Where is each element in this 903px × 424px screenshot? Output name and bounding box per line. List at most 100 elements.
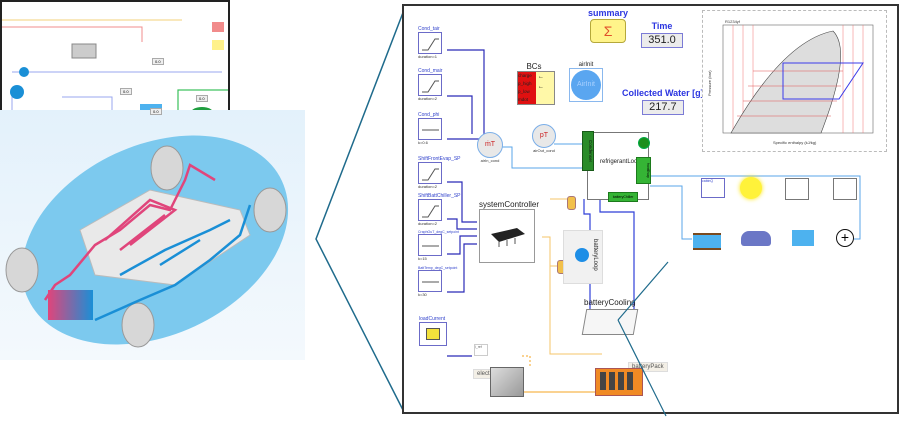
input-param: duration=2 — [418, 96, 438, 101]
bcs-row: p_low — [518, 89, 530, 94]
input-shift-front-evap[interactable]: ShiftFrontEvap_SP duration=2 — [418, 156, 461, 189]
ramp-source-block[interactable] — [418, 162, 442, 184]
refrigerant-loop[interactable]: Condenser refrigerantLoop frontEvap batt… — [582, 131, 651, 202]
air-init-circle: AirInit — [571, 70, 601, 100]
input-param: duration=1 — [418, 54, 438, 59]
inset-connector — [617, 261, 669, 417]
input-cond-mair[interactable]: Cond_mair duration=2 — [418, 68, 442, 101]
air-init-block[interactable]: airInit AirInit — [569, 62, 603, 102]
input-cabin-setpoint[interactable]: CraphOuT_degC_setpoint k=15 — [418, 230, 459, 261]
ph-diagram-plot: R1234yf Specific enthalpy (kJ/kg) Pressu… — [702, 10, 887, 152]
hot-coolant-lines — [43, 163, 216, 301]
bcs-block[interactable]: BCs charge p_high p_low mdot ←← — [517, 62, 555, 105]
bus-connector-icon[interactable] — [567, 196, 576, 210]
input-label: Cond_tair — [418, 26, 440, 32]
ph-chart-xlabel: Specific enthalpy (kJ/kg) — [773, 140, 817, 145]
wheels — [5, 145, 287, 348]
input-param: k=15 — [418, 256, 427, 261]
fan-speed-source[interactable] — [833, 178, 857, 200]
inset-heat-exchanger — [71, 43, 97, 59]
bcs-row: charge — [518, 73, 532, 78]
summary-block[interactable]: summary Σ — [588, 8, 628, 44]
inset-readout: 0.0 — [150, 108, 162, 115]
air-out-cond-label: airOut_cond — [533, 148, 555, 153]
bcs-labels: charge p_high p_low mdot — [518, 72, 536, 104]
cabin-q-label: cabinQ — [702, 179, 714, 183]
electric-load-icon[interactable] — [490, 367, 524, 397]
input-param: k=0.6 — [418, 140, 428, 145]
input-batt-setpoint[interactable]: BattTemp_degC_setpoint k=30 — [418, 266, 457, 297]
cabin-heat-table[interactable]: cabinQ — [701, 178, 725, 198]
time-value: 351.0 — [641, 33, 683, 48]
current-ref-block[interactable]: i_ref — [474, 344, 488, 356]
battery-chiller[interactable]: batteryChiller — [608, 192, 638, 202]
input-label: Cond_phi — [418, 112, 440, 118]
collected-water-display: Collected Water [g] 217.7 — [622, 88, 704, 115]
inset-summary — [212, 40, 224, 50]
inset-readout: 0.0 — [120, 88, 132, 95]
sigma-icon: Σ — [590, 19, 627, 43]
air-in-cond-sensor[interactable]: ṁT airIn_cond — [477, 132, 503, 163]
front-evaporator[interactable]: frontEvap — [636, 157, 651, 184]
input-param: duration=2 — [418, 221, 438, 226]
air-duct-icon[interactable] — [693, 233, 721, 250]
car-cabin-icon[interactable] — [741, 231, 771, 246]
input-shift-batt-chiller[interactable]: ShiftBattChiller_SP duration=2 — [418, 193, 461, 226]
isobars — [737, 70, 843, 117]
battery-pack-tag: batteryPack — [628, 355, 668, 373]
load-current-source[interactable]: loadCurrent — [419, 316, 447, 346]
inset-readout: 0.0 — [152, 58, 164, 65]
compressor-icon[interactable] — [638, 137, 650, 149]
input-cond-phi[interactable]: Cond_phi k=0.6 — [418, 112, 442, 145]
input-label: CraphOuT_degC_setpoint — [418, 230, 459, 234]
air-out-cond-sensor[interactable]: pT airOut_cond — [532, 124, 556, 153]
battery-cooling[interactable]: batteryCooling — [581, 298, 639, 335]
system-controller-label: systemController — [479, 200, 540, 209]
inset-readout: 0.0 — [196, 95, 208, 102]
time-label: Time — [651, 21, 673, 31]
pump-icon[interactable] — [575, 248, 589, 262]
collected-water-label: Collected Water [g] — [622, 88, 704, 98]
fan-icon[interactable]: + — [836, 229, 854, 247]
input-label: ShiftBattChiller_SP — [418, 193, 461, 199]
battery-loop[interactable]: batteryLoop — [563, 230, 603, 284]
wires-layer — [447, 49, 861, 393]
input-label: BattTemp_degC_setpoint — [418, 266, 458, 270]
inset-refrigerant-line — [2, 26, 143, 42]
const-source-block[interactable] — [418, 118, 442, 140]
recirculation-ramp[interactable] — [785, 178, 809, 200]
bcs-row: mdot — [518, 97, 529, 102]
air-init-title: airInit — [578, 62, 594, 68]
cold-coolant-lines — [94, 204, 252, 322]
recirculation-valve-icon[interactable] — [792, 230, 814, 246]
battery-pack-label: batteryPack — [628, 362, 668, 372]
ev-chassis-illustration — [0, 110, 305, 360]
ramp-source-block[interactable] — [418, 199, 442, 221]
radiator — [48, 290, 93, 320]
const-source-block[interactable] — [418, 234, 442, 256]
bcs-row: p_high — [518, 81, 532, 86]
collected-water-value: 217.7 — [641, 100, 684, 115]
ev-chassis-svg — [5, 135, 289, 348]
ph-chart-svg: R1234yf Specific enthalpy (kJ/kg) Pressu… — [707, 19, 874, 145]
time-display: Time 351.0 — [641, 21, 683, 48]
ramp-source-block[interactable] — [418, 32, 442, 54]
refrigerant-loop-label: refrigerantLoop — [600, 159, 641, 165]
system-controller[interactable]: systemController — [479, 200, 539, 263]
summary-title: summary — [588, 8, 629, 18]
input-cond-tair[interactable]: Cond_tair duration=1 — [418, 26, 442, 59]
input-param: k=30 — [418, 292, 427, 297]
ramp-source-block[interactable] — [418, 74, 442, 96]
battery-pack-icon[interactable] — [595, 368, 643, 396]
mass-flow-temp-sensor-icon: ṁT — [477, 132, 503, 158]
const-source-block[interactable] — [418, 270, 442, 292]
connector-line — [315, 9, 405, 413]
air-init-frame: AirInit — [569, 68, 603, 102]
inset-bcs — [212, 22, 224, 32]
condenser[interactable]: Condenser — [582, 131, 594, 171]
inset-pump — [19, 67, 29, 77]
input-label: ShiftFrontEvap_SP — [418, 156, 461, 162]
microchip-icon — [491, 228, 525, 247]
load-current-label: loadCurrent — [419, 316, 446, 322]
inset-accumulator — [10, 85, 24, 99]
